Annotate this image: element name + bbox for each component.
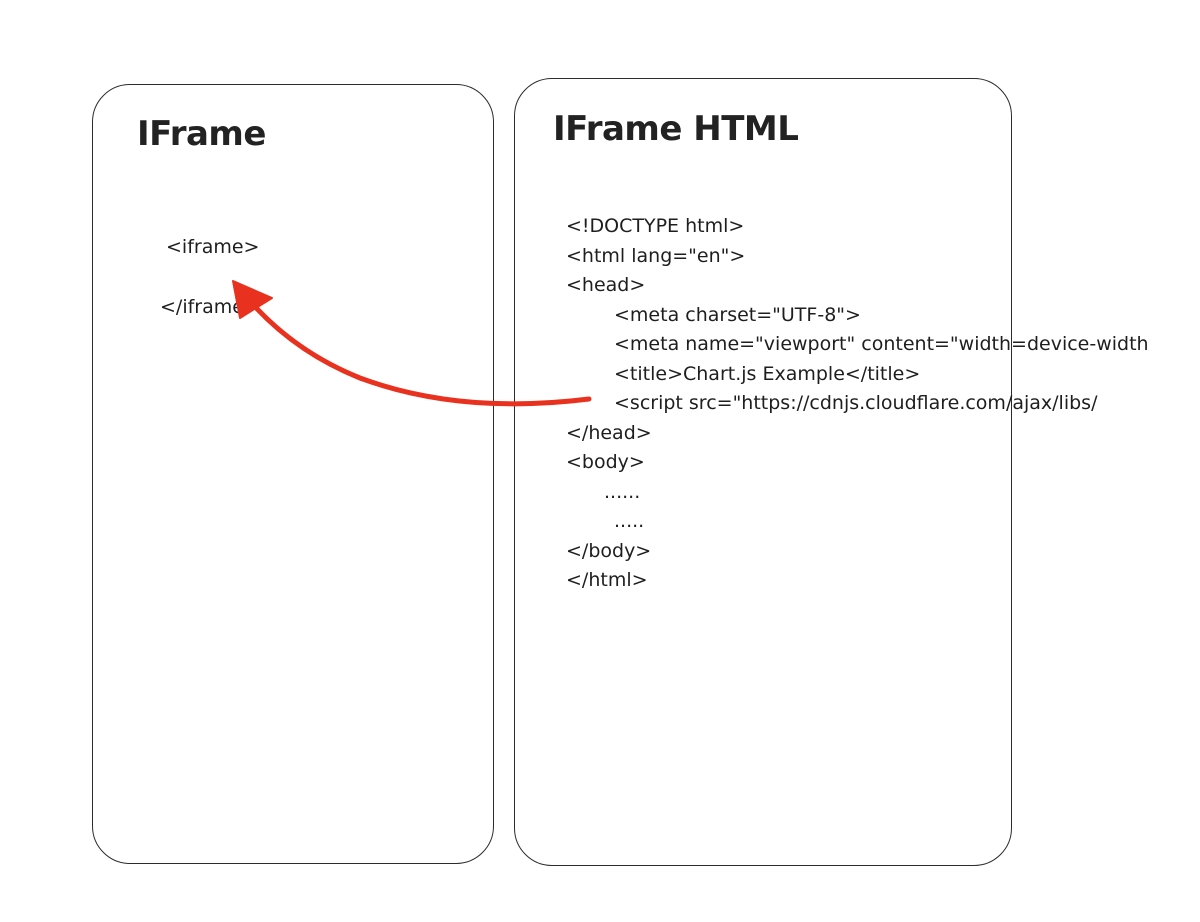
iframe-html-panel [514,78,1012,866]
code-line: <body> [566,451,645,473]
iframe-panel-title: IFrame [137,114,266,154]
code-line: </body> [566,539,652,562]
embed-arrow-head [232,280,273,319]
code-line: <meta charset="UTF-8"> [614,303,861,326]
iframe-panel [92,84,494,864]
code-line: <!DOCTYPE html> [566,215,745,237]
embed-arrow-shaft [240,290,592,407]
code-line: <script src="https://cdnjs.cloudflare.co… [614,392,1098,414]
code-line: <head> [566,274,646,296]
iframe-close-tag: </iframe> [160,296,260,318]
code-line: <html lang="en"> [566,244,746,267]
code-line: <meta name="viewport" content="width=dev… [614,333,1149,355]
code-line: </head> [566,421,652,444]
iframe-open-tag: <iframe> [166,236,260,258]
code-line: ...... [604,480,641,503]
iframe-html-panel-title: IFrame HTML [553,109,799,149]
html-code-block: <!DOCTYPE html> <html lang="en"> <head> <me… [566,212,1200,596]
code-line: <title>Chart.js Example</title> [614,362,921,385]
code-line: </html> [566,569,648,591]
code-line: ..... [614,510,645,532]
